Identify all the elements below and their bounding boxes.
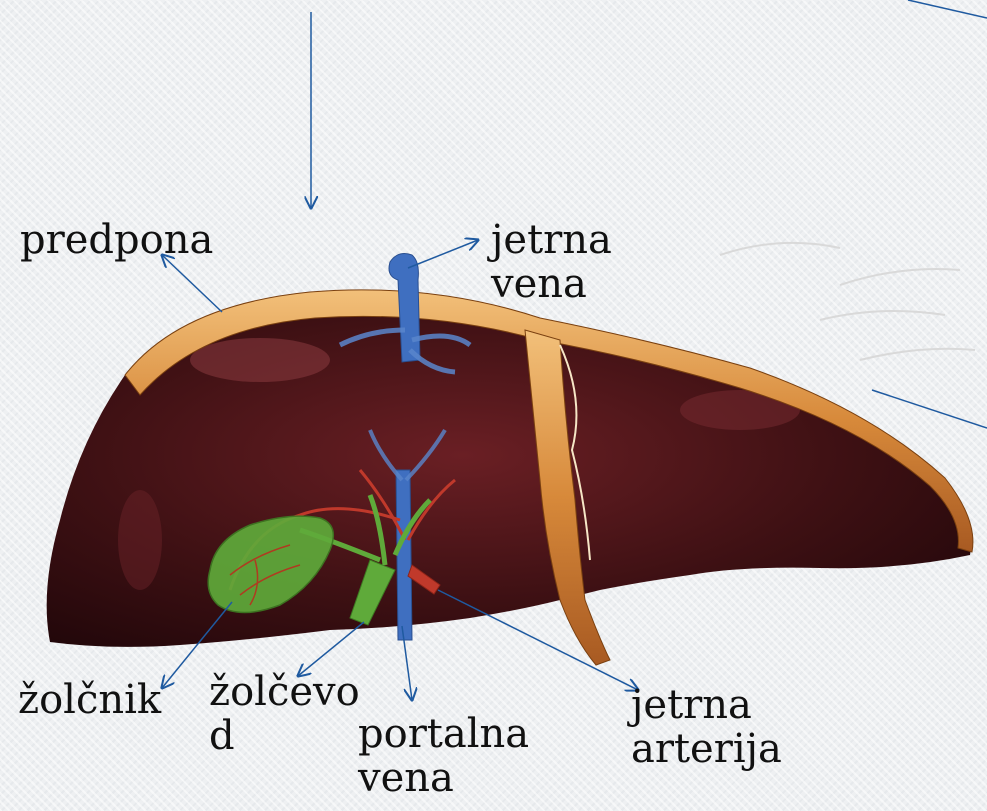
liver-highlight-lower	[118, 490, 162, 590]
label-jetrna-vena: jetrna vena	[491, 218, 612, 306]
label-predpona: predpona	[20, 218, 213, 262]
label-jetrna-arterija: jetrna arterija	[631, 683, 782, 771]
label-zolcevod: žolčevo d	[209, 670, 360, 758]
top-right-line	[908, 0, 987, 18]
portal-vein-vessel	[396, 470, 412, 640]
background-sketch	[720, 243, 975, 360]
right-side-line	[872, 390, 987, 428]
predpona-arrow	[162, 255, 222, 312]
liver-highlight	[190, 338, 330, 382]
jetrna-vena-arrow	[408, 240, 478, 268]
label-zolcnik: žolčnik	[18, 678, 161, 722]
label-portalna-vena: portalna vena	[358, 712, 529, 800]
